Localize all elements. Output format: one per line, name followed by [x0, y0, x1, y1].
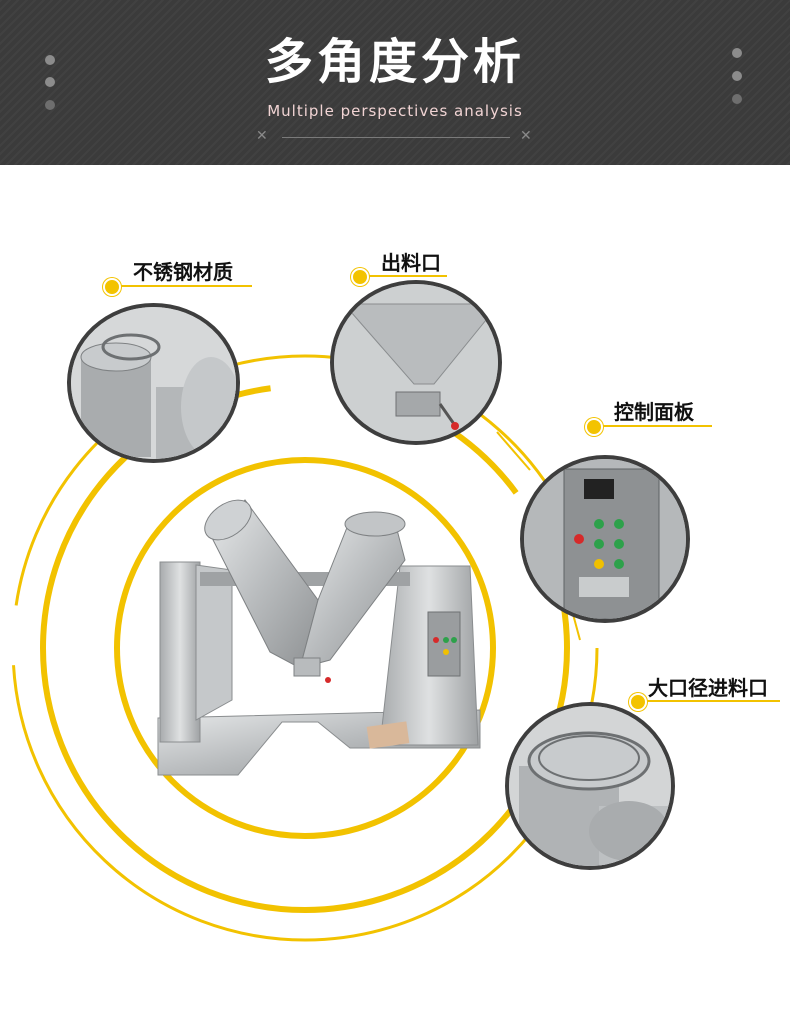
cross-icon: ✕ — [256, 128, 268, 144]
header-banner: 多角度分析 Multiple perspectives analysis ✕ ✕ — [0, 0, 790, 165]
ring-middle — [40, 383, 570, 913]
callout-inlet-label: 大口径进料口 — [648, 676, 768, 700]
ring-inner — [114, 457, 496, 839]
left-pillar — [159, 561, 201, 743]
control-button — [433, 637, 439, 643]
decor-dot — [45, 55, 55, 65]
ring-outer — [11, 354, 599, 942]
v-vessel-right-arm — [299, 519, 406, 669]
detail-circle-outlet — [330, 280, 502, 445]
control-button — [451, 637, 457, 643]
label-plate — [366, 721, 410, 749]
detail-circle-stainless — [67, 303, 240, 463]
decor-dot — [732, 71, 742, 81]
control-box — [427, 611, 461, 677]
callout-underline — [594, 425, 712, 427]
vessel-right-cap — [344, 511, 406, 537]
decor-dot — [732, 48, 742, 58]
callout-stainless-label: 不锈钢材质 — [133, 260, 233, 284]
page-subtitle: Multiple perspectives analysis — [267, 102, 523, 120]
divider — [282, 137, 510, 138]
callout-underline — [362, 275, 447, 277]
cross-icon: ✕ — [520, 128, 532, 144]
callout-panel-label: 控制面板 — [614, 400, 694, 424]
control-button — [443, 637, 449, 643]
vessel-left-cap — [204, 499, 252, 541]
decor-dot — [45, 100, 55, 110]
callout-outlet-label: 出料口 — [381, 251, 441, 275]
callout-underline — [112, 285, 252, 287]
control-button — [443, 649, 449, 655]
outlet-valve — [293, 657, 321, 677]
decor-dot — [45, 77, 55, 87]
callout-dot — [585, 418, 603, 436]
callout-dot — [103, 278, 121, 296]
detail-circle-control-panel — [520, 455, 690, 623]
decor-dot — [732, 94, 742, 104]
left-pillar-angle — [195, 564, 233, 721]
detail-circle-inlet — [505, 702, 675, 870]
outlet-handle-tip — [325, 677, 331, 683]
page-title: 多角度分析 — [264, 34, 525, 90]
callout-underline — [638, 700, 780, 702]
